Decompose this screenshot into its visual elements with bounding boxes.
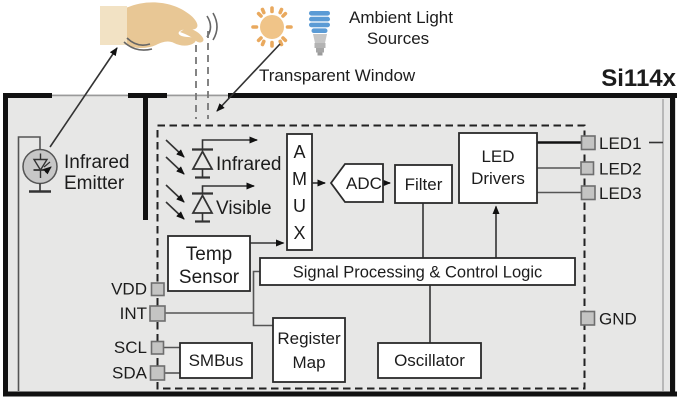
amux-letter-m: M <box>292 169 307 189</box>
pin-led1: LED1 <box>580 134 642 153</box>
register-map-label-line1: Register <box>277 329 341 348</box>
pin-gnd-label: GND <box>599 310 637 329</box>
pin-sda: SDA <box>112 364 166 383</box>
pin-vdd: VDD <box>111 280 165 299</box>
pin-vdd-label: VDD <box>111 280 147 299</box>
pin-led2-label: LED2 <box>599 160 642 179</box>
register-map-label-line2: Map <box>292 353 325 372</box>
smbus-label: SMBus <box>189 351 244 370</box>
hand-index-finger <box>180 28 204 43</box>
oscillator-block: Oscillator <box>377 342 482 379</box>
temp-sensor-block: Temp Sensor <box>167 235 251 292</box>
pin-gnd: GND <box>580 310 637 329</box>
sun-icon <box>251 6 293 48</box>
pin-led2: LED2 <box>580 160 642 179</box>
register-map-block: Register Map <box>272 317 346 383</box>
die-dashed-boundary <box>156 124 586 390</box>
emitter-to-hand-arrow <box>49 47 118 148</box>
infrared-led-icon <box>17 136 58 391</box>
adc-label: ADC <box>346 174 382 193</box>
infrared-signal-arrow <box>201 136 258 149</box>
visible-photodiode-label: Visible <box>216 198 272 219</box>
emitter-label-line2: Emitter <box>64 173 125 194</box>
signal-processing-label: Signal Processing & Control Logic <box>293 264 542 282</box>
photodiode-icon-infrared <box>165 136 258 179</box>
infrared-photodiode-label: Infrared <box>216 154 281 175</box>
filter-block: Filter <box>394 164 453 204</box>
signal-processing-block: Signal Processing & Control Logic <box>259 257 576 286</box>
hand-motion-arcs-left <box>123 37 153 51</box>
pin-scl: SCL <box>114 338 165 357</box>
led-drivers-block: LED Drivers <box>458 132 538 204</box>
photodiode-icon-visible <box>165 182 255 223</box>
temp-sensor-label-line1: Temp <box>186 244 232 265</box>
pin-sda-label: SDA <box>112 364 148 383</box>
chip-title: Si114x <box>601 65 676 92</box>
light-to-window-arrow <box>216 43 281 112</box>
ambient-light-label-line2: Sources <box>367 29 429 48</box>
amux-letter-a: A <box>293 142 305 162</box>
oscillator-label: Oscillator <box>394 351 465 370</box>
led-drivers-label-line2: Drivers <box>471 169 525 188</box>
logic-to-registermap-wire <box>252 270 273 327</box>
pin-int-label: INT <box>120 304 147 323</box>
emitter-label-line1: Infrared <box>64 152 129 173</box>
filter-label: Filter <box>405 175 443 194</box>
emitter-anode-wire <box>17 136 41 391</box>
pin-led1-label: LED1 <box>599 134 642 153</box>
hand-illustration <box>100 2 218 51</box>
pin-int: INT <box>120 304 166 323</box>
visible-signal-arrow <box>201 182 255 193</box>
smbus-block: SMBus <box>179 342 253 379</box>
adc-block: ADC <box>329 163 384 203</box>
temp-sensor-label-line2: Sensor <box>179 267 240 288</box>
ambient-light-label-line1: Ambient Light <box>349 8 453 27</box>
bulb-base <box>313 34 327 43</box>
amux-letter-x: X <box>293 223 305 243</box>
cfl-bulb-icon <box>309 11 330 56</box>
pin-led3-label: LED3 <box>599 184 642 203</box>
hand-body <box>126 2 198 48</box>
amux-block: A M U X <box>286 133 313 251</box>
pin-led3: LED3 <box>580 184 642 203</box>
pin-scl-label: SCL <box>114 338 147 357</box>
hand-wrist <box>100 6 127 45</box>
amux-letter-u: U <box>293 196 306 216</box>
transparent-window-label: Transparent Window <box>259 66 416 85</box>
led-drivers-label-line1: LED <box>481 147 514 166</box>
